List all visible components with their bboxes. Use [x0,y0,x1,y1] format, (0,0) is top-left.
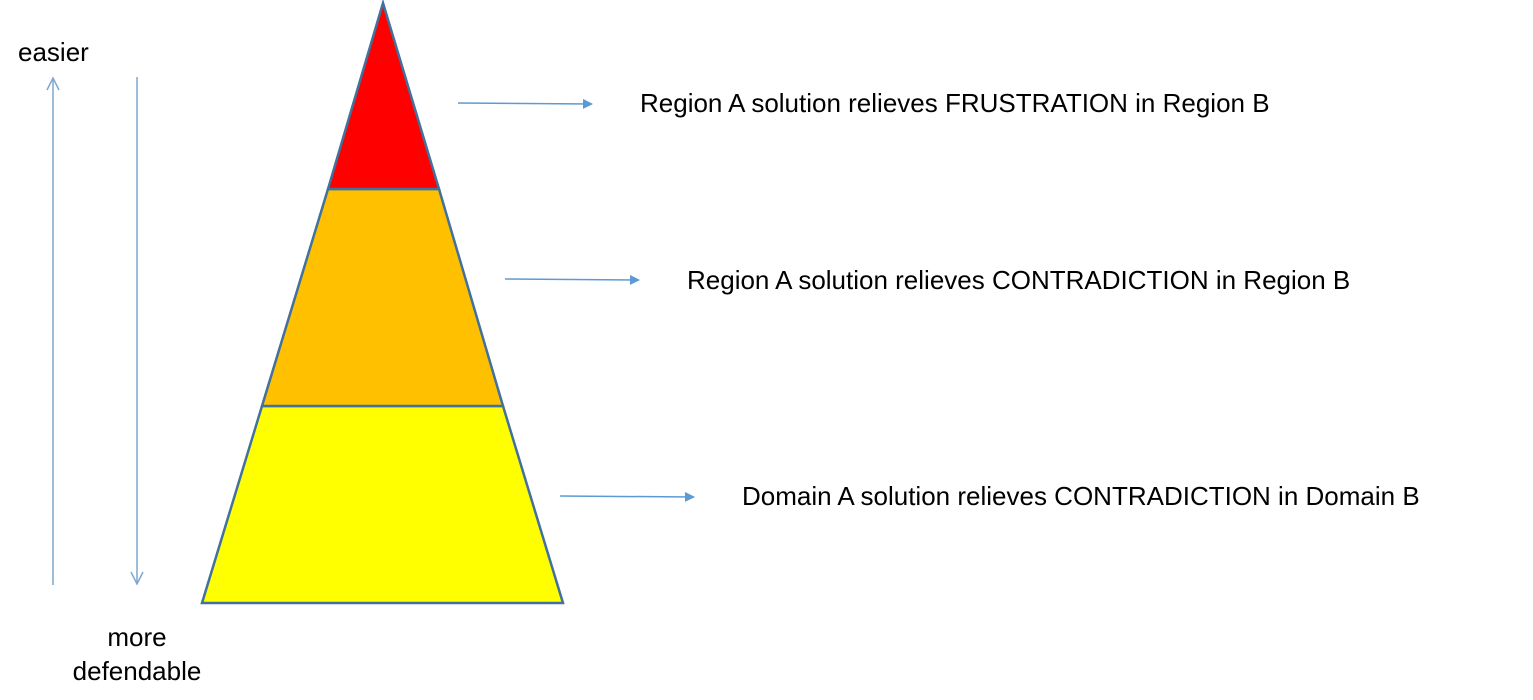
more-defendable-line2: defendable [72,656,202,686]
easier-arrow [46,76,60,585]
level-top-description: Region A solution relieves FRUSTRATION i… [640,88,1270,118]
pyramid-level-middle [260,187,505,408]
more-defendable-label: more defendable [66,620,208,688]
pyramid-level-bottom [200,404,565,605]
more-defendable-line1: more [107,622,167,652]
arrow-bottom [559,491,695,502]
level-bottom-description: Domain A solution relieves CONTRADICTION… [742,481,1420,511]
arrow-top [457,98,593,109]
arrow-middle [504,274,640,285]
level-middle-description: Region A solution relieves CONTRADICTION… [687,265,1351,295]
easier-label: easier [18,37,89,67]
pyramid-level-top [326,0,441,191]
defendable-arrow [130,77,144,586]
